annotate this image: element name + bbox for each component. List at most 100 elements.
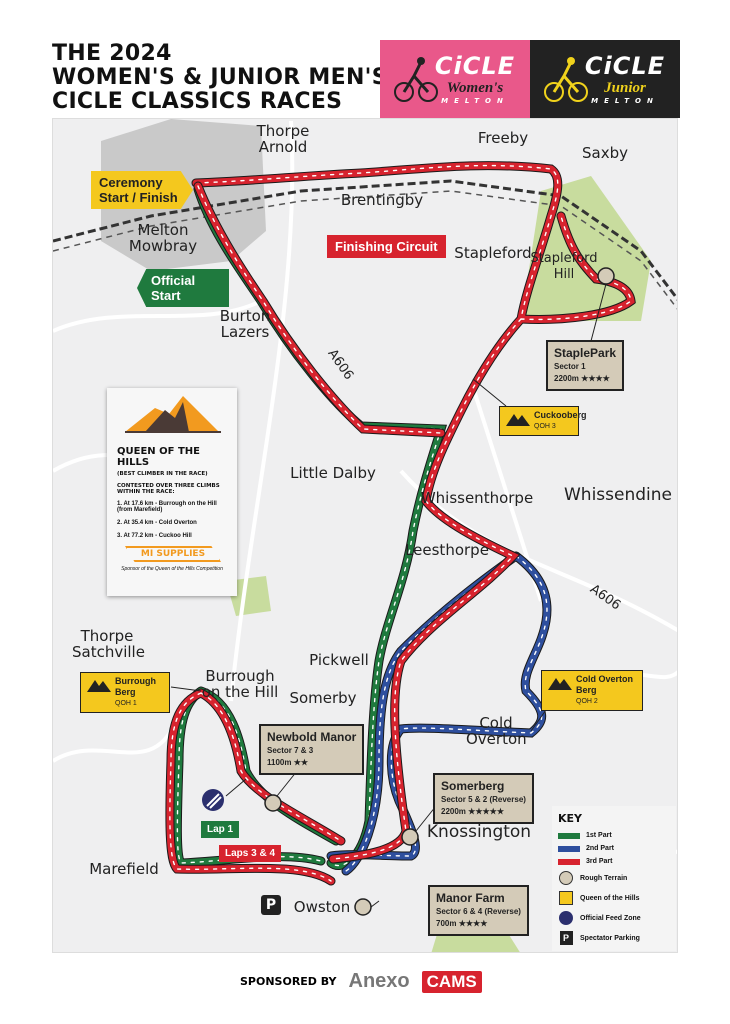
climb-name: Cold Overton Berg	[576, 674, 634, 695]
sector-staplepark: StaplePark Sector 1 2200m ★★★★	[546, 340, 625, 391]
climb-name: Cuckooberg	[534, 410, 587, 420]
sector-number: Sector 5 & 2 (Reverse)	[441, 795, 526, 804]
cicle-junior-logo: CiCLE Junior MELTON	[530, 40, 680, 118]
mi-supplies-logo: MI SUPPLIES	[125, 546, 221, 562]
climb-list-item: 2. At 35.4 km - Cold Overton	[117, 520, 197, 526]
feed-zone-icon-glyph	[206, 793, 222, 809]
sector-stars: ★★★★★	[468, 807, 505, 816]
title-line: WOMEN'S & JUNIOR MEN'S	[52, 65, 388, 90]
logo-brand: CiCLE	[584, 52, 666, 80]
town-label: Thorpe Satchville	[72, 627, 145, 661]
info-intro: CONTESTED OVER THREE CLIMBS WITHIN THE R…	[117, 483, 220, 495]
town-label: Whissendine	[563, 485, 673, 505]
town-label: Burrough on the Hill	[201, 667, 279, 701]
mountain-icon	[506, 414, 530, 426]
green-route-swatch	[558, 832, 580, 839]
cicle-womens-logo: CiCLE Women's MELTON	[380, 40, 530, 118]
blue-route-swatch	[558, 845, 580, 852]
logo-place: MELTON	[591, 97, 659, 105]
logo-sub: Junior	[604, 80, 646, 96]
logo-sub: Women's	[446, 80, 504, 96]
town-label: Stapleford	[454, 244, 532, 262]
woodland	[226, 576, 271, 616]
sector-number: Sector 7 & 3	[267, 746, 314, 755]
rough-terrain-markers	[264, 267, 615, 916]
town-label: Cold Overton	[466, 714, 527, 748]
red-route-swatch	[558, 858, 580, 865]
key-label: Spectator Parking	[580, 934, 640, 942]
climb-burrough-berg: Burrough Berg QOH 1	[80, 672, 170, 713]
town-label: Little Dalby	[290, 464, 376, 482]
laps34-label: Laps 3 & 4	[219, 845, 282, 862]
cyclist-icon	[394, 57, 438, 102]
key-label: 3rd Part	[586, 858, 613, 865]
key-item-1st-part: 1st Part	[558, 829, 670, 842]
climb-code: QOH 2	[576, 698, 598, 705]
railway	[53, 190, 677, 310]
town-label: Leesthorpe	[405, 541, 489, 559]
logo-brand: CiCLE	[434, 52, 516, 80]
route-3rd-part	[165, 161, 636, 886]
town-label: Somerby	[289, 689, 357, 707]
climb-list-item: 3. At 77.2 km - Cuckoo Hill	[117, 533, 192, 539]
sector-length: 2200m	[554, 374, 579, 383]
climb-list: 1. At 17.6 km - Burrough on the Hill (fr…	[117, 501, 227, 539]
title-line: CICLE CLASSICS RACES	[52, 89, 343, 114]
mountain-logo-icon	[125, 396, 221, 433]
title-line: THE 2024	[52, 41, 172, 66]
key-item-2nd-part: 2nd Part	[558, 842, 670, 855]
climb-code: QOH 3	[534, 423, 556, 430]
sector-length: 2200m	[441, 807, 466, 816]
sector-length: 1100m	[267, 758, 292, 767]
route-3rd-part-finish-stroke	[197, 185, 442, 434]
ceremony-start-finish-flag: Ceremony Start / Finish	[91, 171, 193, 209]
anexo-logo[interactable]: Anexo	[348, 970, 410, 992]
town-label: Pickwell	[309, 651, 369, 669]
climb-list-item: 1. At 17.6 km - Burrough on the Hill (fr…	[117, 501, 217, 513]
town-label: Saxby	[582, 144, 628, 162]
info-subtitle: (BEST CLIMBER IN THE RACE)	[117, 471, 208, 477]
rough-terrain-icon	[264, 794, 282, 812]
key-label: Queen of the Hills	[580, 894, 640, 902]
railway	[53, 179, 677, 301]
climb-cuckooberg: Cuckooberg QOH 3	[499, 406, 587, 436]
climb-code: QOH 1	[115, 700, 137, 707]
climb-cold-overton-berg: Cold Overton Berg QOH 2	[541, 670, 643, 711]
key-title: KEY	[558, 812, 583, 825]
sector-name: Somerberg	[441, 779, 505, 793]
official-start-flag: Official Start	[137, 269, 229, 307]
route-3rd-part-stroke	[169, 164, 632, 882]
route-3rd-part-finish	[193, 181, 446, 438]
mountain-icon	[559, 891, 573, 905]
sector-number: Sector 6 & 4 (Reverse)	[436, 907, 521, 916]
sector-name: StaplePark	[554, 346, 617, 360]
rough-terrain-icon	[354, 898, 372, 916]
town-label: Marefield	[89, 860, 159, 878]
sponsors-footer: SPONSORED BY Anexo CAMS	[240, 970, 482, 993]
key-label: Rough Terrain	[580, 874, 628, 882]
town-label: Freeby	[477, 129, 529, 147]
cyclist-icon	[544, 57, 588, 102]
feed-zone-icon	[559, 911, 573, 925]
climb-name: Burrough Berg	[115, 676, 156, 697]
info-title: QUEEN OF THE HILLS	[117, 446, 200, 468]
finishing-circuit-label: Finishing Circuit	[327, 235, 446, 258]
sector-name: Manor Farm	[436, 891, 505, 905]
town-label: Thorpe Arnold	[256, 122, 310, 156]
queen-of-the-hills-panel: QUEEN OF THE HILLS (BEST CLIMBER IN THE …	[107, 388, 237, 596]
town-label: Knossington	[426, 822, 532, 842]
town-label: Whissenthorpe	[420, 489, 534, 507]
town-label: Brentingby	[340, 191, 424, 209]
key-label: 2nd Part	[586, 845, 615, 852]
mountain-icon	[548, 678, 572, 690]
spectator-parking-icon: P	[261, 895, 281, 915]
key-item-queen-of-hills: Queen of the Hills	[558, 888, 670, 908]
sector-stars: ★★★★	[581, 374, 610, 383]
key-item-feed-zone: Official Feed Zone	[558, 908, 670, 928]
cams-logo[interactable]: CAMS	[421, 970, 482, 993]
sector-somerberg: Somerberg Sector 5 & 2 (Reverse) 2200m ★…	[433, 773, 534, 824]
sector-stars: ★★	[293, 758, 309, 767]
town-label: Burton Lazers	[219, 307, 271, 341]
key-item-3rd-part: 3rd Part	[558, 855, 670, 868]
